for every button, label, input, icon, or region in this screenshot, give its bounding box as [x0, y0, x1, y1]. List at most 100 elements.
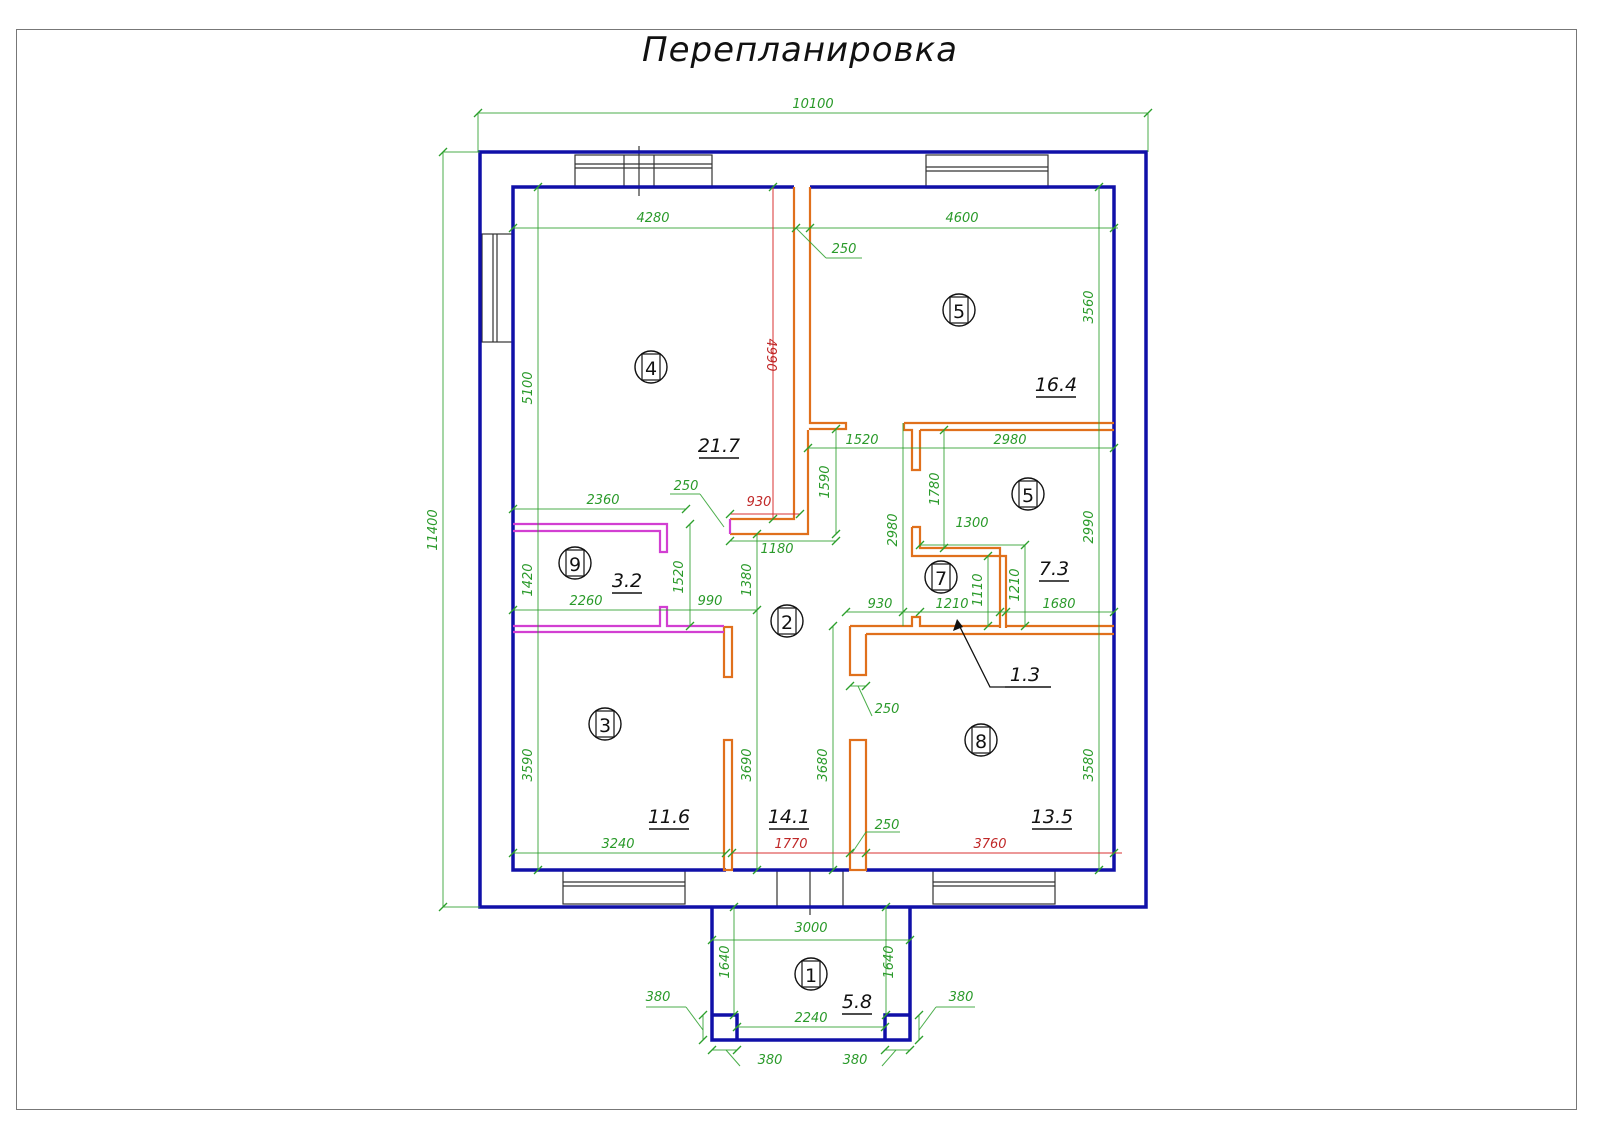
dimension-tick: [732, 1022, 742, 1032]
room-tag-8: 8: [964, 723, 998, 757]
area-room-2: 14.1: [768, 806, 810, 828]
dimension-tick: [1001, 607, 1011, 617]
dimension-tick: [752, 605, 762, 615]
dim-porch-380-bottom-left: 380: [758, 1053, 783, 1068]
dimension-ticks: [438, 108, 1153, 1055]
dim-red-930: 930: [747, 495, 772, 510]
svg-text:1: 1: [805, 965, 817, 987]
dim-1380: 1380: [740, 563, 755, 596]
dimension-tick: [707, 1045, 717, 1055]
dimension-tick: [939, 425, 949, 435]
dimension-tick: [725, 509, 735, 519]
dimension-tick: [861, 848, 871, 858]
dimension-tick: [845, 848, 855, 858]
area-room-5-large: 16.4: [1035, 374, 1077, 396]
dim-1180: 1180: [760, 542, 793, 557]
dimension-tick: [915, 540, 925, 550]
dim-1110: 1110: [971, 573, 986, 606]
dimension-tick: [791, 223, 801, 233]
dimension-tick: [831, 424, 841, 434]
area-room-1: 5.8: [842, 991, 872, 1013]
room-tag-1: 1: [794, 957, 828, 991]
dimension-tick: [861, 681, 871, 691]
dim-1420: 1420: [521, 563, 536, 596]
dimension-tick: [685, 621, 695, 631]
dim-red-4990: 4990: [763, 338, 778, 371]
dim-2990: 2990: [1082, 510, 1097, 543]
dim-red-3760: 3760: [973, 837, 1006, 852]
dim-porch-380-top-left: 380: [646, 990, 671, 1005]
dimension-tick: [721, 848, 731, 858]
dimension-tick: [732, 1045, 742, 1055]
window-left: [481, 233, 514, 343]
room-tag-7: 7: [924, 560, 958, 594]
dimension-lines-red: [730, 187, 1122, 854]
dimension-tick: [681, 504, 691, 514]
dimension-tick: [915, 607, 925, 617]
dim-1590: 1590: [818, 465, 833, 498]
area-room-4: 21.7: [698, 435, 740, 457]
window-top-right: [925, 154, 1049, 189]
partitions: [722, 187, 1114, 872]
svg-text:7: 7: [935, 568, 947, 590]
room-tags: 4 5 5 9 2 7 3 8: [558, 293, 1045, 991]
dim-930: 930: [868, 597, 893, 612]
dimension-labels: 10100 11400 4280 4600 250 3560 5100 4990…: [426, 97, 1097, 1068]
dimension-tick: [939, 543, 949, 553]
dim-1300: 1300: [955, 516, 988, 531]
dimension-tick: [828, 865, 838, 875]
dimension-tick: [1143, 108, 1153, 118]
dim-3680: 3680: [816, 748, 831, 781]
drawing-frame: [16, 29, 1577, 1110]
dimension-tick: [1020, 540, 1030, 550]
dimension-tick: [828, 621, 838, 631]
dimension-tick: [905, 1045, 915, 1055]
room-tag-5-small: 5: [1011, 477, 1045, 511]
dimension-tick: [881, 902, 891, 912]
room-tag-9: 9: [558, 546, 592, 580]
dim-room5-height: 3560: [1082, 290, 1097, 323]
svg-text:5: 5: [953, 301, 965, 323]
dimension-tick: [768, 182, 778, 192]
dimension-tick: [729, 902, 739, 912]
dim-2980-top: 2980: [993, 433, 1026, 448]
dim-1210-v: 1210: [1008, 568, 1023, 601]
dimension-tick: [841, 607, 851, 617]
dimension-tick: [1109, 607, 1119, 617]
dimension-tick: [698, 1035, 708, 1045]
dimension-tick: [881, 1010, 891, 1020]
area-labels: 21.7 16.4 7.3 3.2 14.1 1.3 11.6 13.5 5.8: [612, 374, 1077, 1015]
dimension-tick: [752, 865, 762, 875]
dim-1520-vert: 1520: [672, 560, 687, 593]
dimension-tick: [533, 865, 543, 875]
dimension-tick: [508, 504, 518, 514]
dimension-tick: [845, 681, 855, 691]
dim-1210-h: 1210: [935, 597, 968, 612]
outer-walls: [478, 150, 1148, 1042]
dimension-tick: [805, 223, 815, 233]
room-tag-4: 4: [634, 350, 668, 384]
dimension-tick: [983, 621, 993, 631]
dim-room4-width: 4280: [636, 211, 669, 226]
dimension-tick: [508, 605, 518, 615]
dim-1520-top: 1520: [845, 433, 878, 448]
dimension-tick: [727, 848, 737, 858]
dimension-tick: [831, 529, 841, 539]
dim-3690: 3690: [740, 748, 755, 781]
dimension-tick: [880, 1022, 890, 1032]
dimension-tick: [983, 551, 993, 561]
dimension-tick: [508, 223, 518, 233]
dimension-tick: [831, 536, 841, 546]
room-tag-2: 2: [770, 604, 804, 638]
area-room-8: 13.5: [1031, 806, 1073, 828]
dim-porch-width: 3000: [794, 921, 827, 936]
dimension-tick: [533, 182, 543, 192]
new-partitions: [513, 519, 732, 634]
window-bottom-left: [562, 870, 686, 905]
dim-2360: 2360: [586, 493, 619, 508]
dimension-tick: [768, 514, 778, 524]
dim-porch-380-top-right: 380: [949, 990, 974, 1005]
dimension-tick: [685, 519, 695, 529]
dimension-tick: [914, 1035, 924, 1045]
dim-porch-right-height: 1640: [882, 945, 897, 978]
